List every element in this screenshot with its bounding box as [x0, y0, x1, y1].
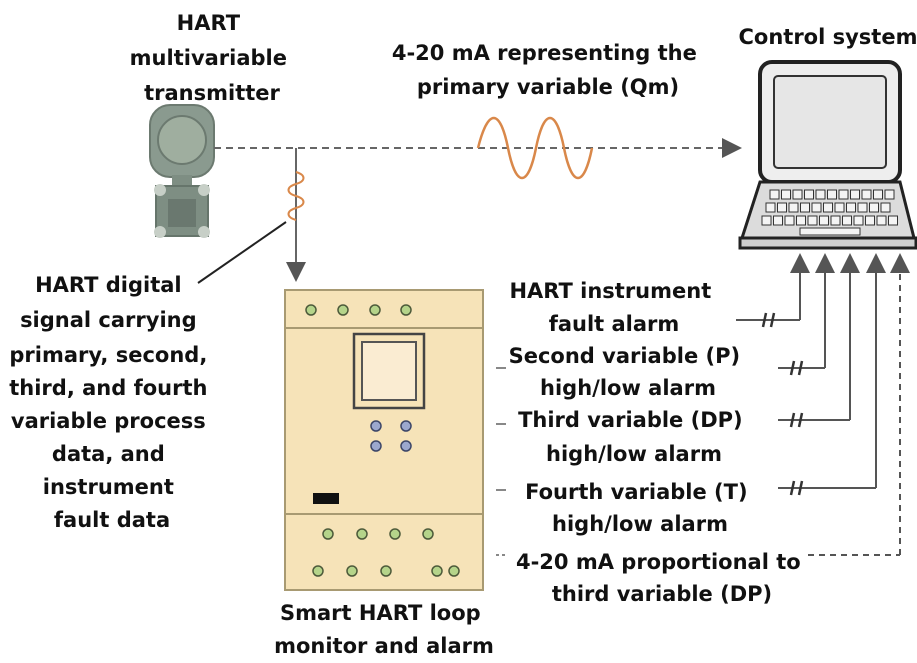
- keyboard-key: [807, 215, 818, 226]
- transmitter-bolt: [198, 226, 210, 238]
- fourth-alarm-label: Fourth variable (T) high/low alarm: [525, 480, 755, 536]
- laptop-front: [738, 236, 917, 250]
- digital-signal-leader: [197, 221, 287, 284]
- keyboard-key: [834, 202, 845, 213]
- control-system-laptop-icon: [738, 60, 917, 250]
- led-indicator: [356, 528, 368, 540]
- transmitter-label: HART multivariable transmitter: [130, 11, 295, 105]
- relay-contact-icon: [789, 412, 804, 428]
- led-indicator: [431, 565, 443, 577]
- keyboard-key: [853, 215, 864, 226]
- led-indicator: [400, 304, 412, 316]
- relay-contact-icon: [761, 312, 776, 328]
- analog-wave-icon: [476, 116, 594, 180]
- led-indicator: [305, 304, 317, 316]
- led-indicator: [422, 528, 434, 540]
- relay-contact-icon: [789, 480, 804, 496]
- monitor-button: [400, 420, 412, 432]
- monitor-output-ticks: [496, 367, 506, 556]
- hart-transmitter-icon: [149, 104, 215, 238]
- relay-contact-icon: [789, 360, 804, 376]
- keyboard-key: [815, 189, 826, 200]
- keyboard-key: [823, 202, 833, 213]
- keyboard-key: [850, 189, 860, 200]
- keyboard-key: [846, 202, 856, 213]
- laptop-keyboard: [761, 189, 898, 236]
- loop-signal-label: 4-20 mA representing the primary variabl…: [392, 41, 704, 99]
- keyboard-key: [811, 202, 822, 213]
- led-indicator: [448, 565, 460, 577]
- monitor-button: [400, 440, 412, 452]
- keyboard-key: [765, 202, 776, 213]
- digital-signal-coil-icon: [287, 171, 305, 221]
- laptop-screen: [773, 75, 887, 169]
- monitor-display: [361, 341, 417, 401]
- keyboard-key: [857, 202, 868, 213]
- transmitter-bolt: [154, 226, 166, 238]
- keyboard-key: [784, 215, 795, 226]
- led-indicator: [380, 565, 392, 577]
- keyboard-key: [788, 202, 799, 213]
- led-indicator: [312, 565, 324, 577]
- alarm-wiring: [736, 253, 910, 556]
- keyboard-key: [769, 189, 780, 200]
- keyboard-key: [800, 202, 810, 213]
- monitor-middle-leds: [322, 528, 434, 540]
- analog-out-label: 4-20 mA proportional to third variable (…: [516, 550, 808, 606]
- monitor-bottom-leds: [312, 565, 460, 577]
- third-alarm-label: Third variable (DP) high/low alarm: [518, 408, 750, 466]
- keyboard-key: [842, 215, 852, 226]
- keyboard-key: [838, 189, 849, 200]
- keyboard-key: [830, 215, 841, 226]
- keyboard-key: [827, 189, 837, 200]
- led-indicator: [322, 528, 334, 540]
- smart-hart-monitor-icon: [284, 289, 484, 591]
- monitor-top-leds: [305, 304, 412, 316]
- keyboard-key: [884, 189, 895, 200]
- led-indicator: [369, 304, 381, 316]
- keyboard-key: [781, 189, 791, 200]
- keyboard-key: [792, 189, 803, 200]
- keyboard-key: [873, 189, 883, 200]
- keyboard-key: [804, 189, 814, 200]
- keyboard-key: [865, 215, 875, 226]
- led-indicator: [337, 304, 349, 316]
- keyboard-key: [796, 215, 806, 226]
- keyboard-key: [761, 215, 772, 226]
- keyboard-key: [777, 202, 787, 213]
- fault-alarm-label: HART instrument fault alarm: [509, 279, 718, 336]
- keyboard-spacebar: [799, 227, 861, 236]
- transmitter-bolt: [154, 184, 166, 196]
- keyboard-key: [880, 202, 891, 213]
- transmitter-flange: [168, 199, 196, 227]
- monitor-label: Smart HART loop monitor and alarm: [274, 601, 494, 658]
- led-indicator: [389, 528, 401, 540]
- relay-contacts: [761, 312, 804, 496]
- keyboard-key: [819, 215, 829, 226]
- keyboard-key: [861, 189, 872, 200]
- keyboard-key: [888, 215, 898, 226]
- monitor-button: [370, 440, 382, 452]
- second-alarm-label: Second variable (P) high/low alarm: [509, 344, 748, 400]
- keyboard-key: [876, 215, 887, 226]
- monitor-button: [370, 420, 382, 432]
- keyboard-key: [773, 215, 783, 226]
- transmitter-dial: [157, 115, 207, 165]
- monitor-slot: [313, 493, 339, 504]
- digital-signal-label: HART digital signal carrying primary, se…: [9, 273, 215, 532]
- control-system-label: Control system: [739, 25, 917, 49]
- transmitter-bolt: [198, 184, 210, 196]
- keyboard-key: [869, 202, 879, 213]
- led-indicator: [346, 565, 358, 577]
